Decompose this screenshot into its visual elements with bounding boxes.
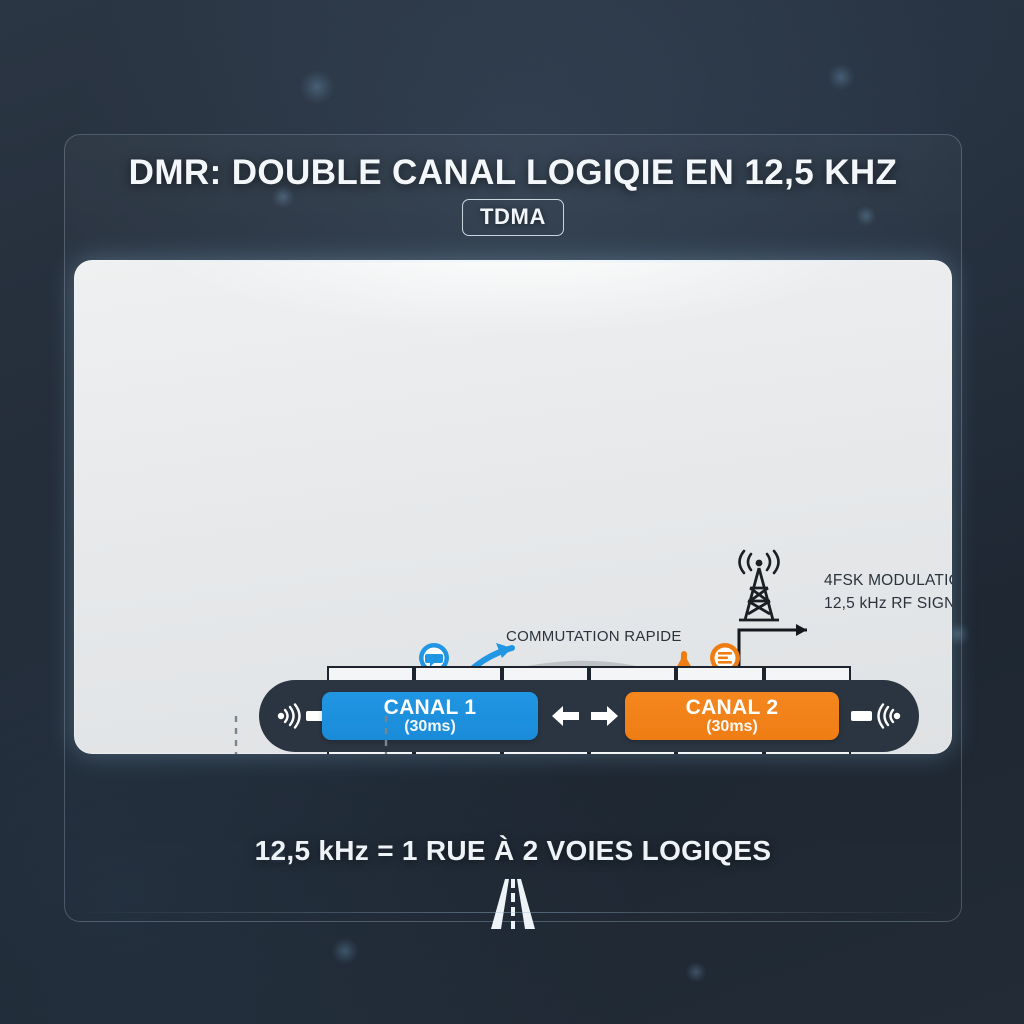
bokeh-dot — [300, 70, 334, 104]
channel-2-block[interactable]: CANAL 2 (30ms) — [625, 692, 839, 740]
signal-waves-right-icon — [877, 703, 901, 729]
radio-tower-icon — [738, 549, 780, 622]
bar-left-marker — [306, 711, 327, 721]
modulation-line-2: 12,5 kHz RF SIGNAL — [824, 595, 952, 613]
radio-connectors — [234, 716, 388, 754]
footer-divider — [74, 912, 952, 913]
bokeh-dot — [686, 962, 706, 982]
modulation-line-1: 4FSK MODULATION — [824, 572, 952, 589]
main-card: DMR: DOUBLE CANAL LOGIQIE EN 12,5 KHZ TD… — [64, 134, 962, 929]
page-title: DMR: DOUBLE CANAL LOGIQIE EN 12,5 KHZ — [128, 153, 898, 192]
channel-2-name: CANAL 2 — [685, 695, 779, 719]
road-icon — [491, 879, 535, 929]
bokeh-dot — [828, 64, 854, 90]
switch-label-top: COMMUTATION RAPIDE — [506, 628, 682, 645]
channel-1-block[interactable]: CANAL 1 (30ms) — [322, 692, 538, 740]
bidirectional-arrows-icon — [552, 706, 618, 726]
bar-body: CANAL 1 (30ms) CANAL 2 (30ms) — [259, 680, 919, 752]
channel-2-duration: (30ms) — [706, 717, 758, 735]
bar-right-marker — [851, 711, 872, 721]
channel-1-duration: (30ms) — [404, 717, 456, 735]
bokeh-dot — [332, 938, 358, 964]
diagram-panel: 4FSK MODULATION 12,5 kHz RF SIGNAL — [74, 260, 952, 754]
signal-waves-left-icon — [277, 703, 301, 729]
antenna-group: 4FSK MODULATION 12,5 kHz RF SIGNAL — [719, 548, 952, 628]
footer-text: 12,5 kHz = 1 RUE À 2 VOIES LOGIQES — [254, 835, 772, 866]
modulation-text: 4FSK MODULATION 12,5 kHz RF SIGNAL — [824, 569, 952, 616]
tdma-badge: TDMA — [462, 199, 564, 236]
channel-1-name: CANAL 1 — [383, 695, 477, 719]
